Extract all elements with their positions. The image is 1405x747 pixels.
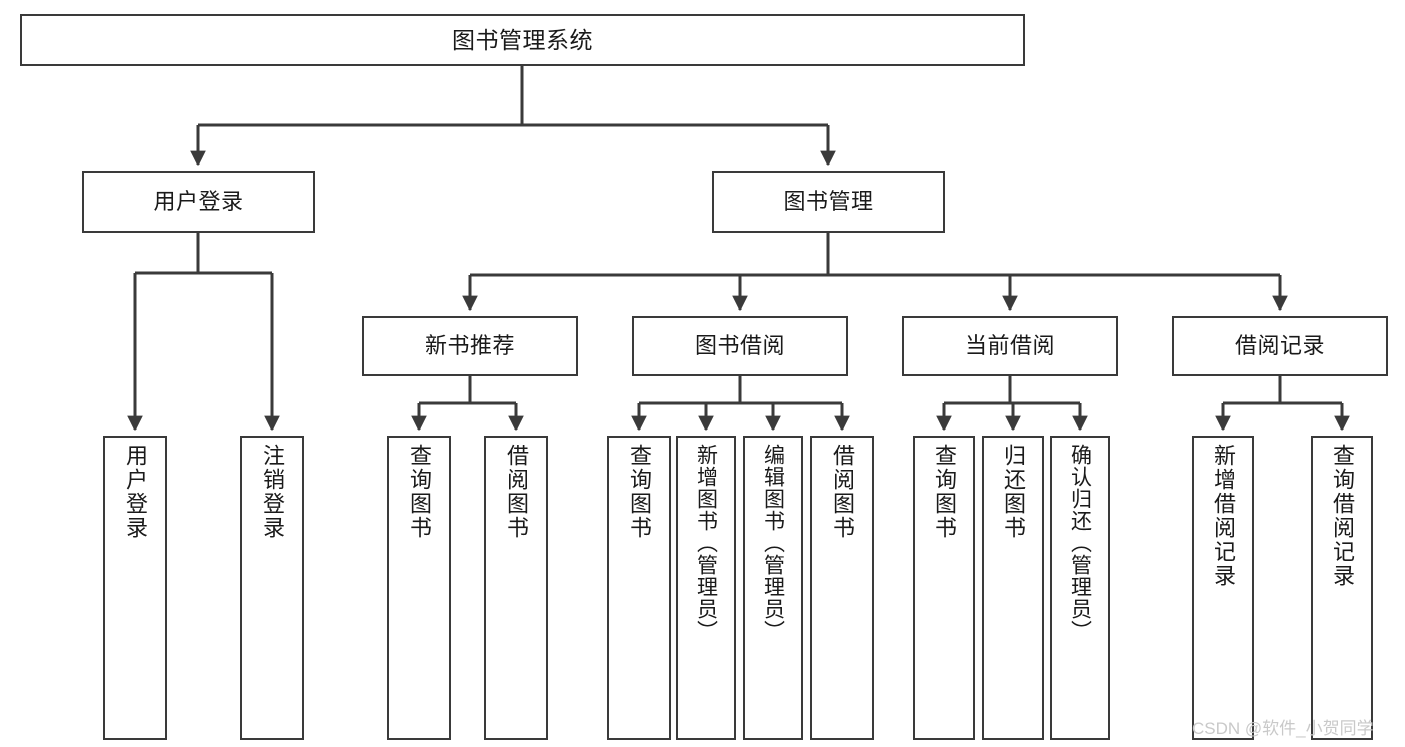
leaf-borrow-book-recommend[interactable]: 借阅图书 [484,436,548,740]
leaf-edit-book-admin-label: 编辑图书（管理员） [761,444,785,642]
leaf-add-book-admin[interactable]: 新增图书（管理员） [676,436,736,740]
leaf-query-book-current-label: 查询图书 [932,444,957,540]
node-user-login[interactable]: 用户登录 [82,171,315,233]
node-user-login-label: 用户登录 [153,189,244,215]
leaf-query-book-recommend-label: 查询图书 [407,444,432,540]
node-root-label: 图书管理系统 [452,26,593,53]
leaf-add-book-admin-label: 新增图书（管理员） [694,444,718,642]
leaf-query-book-borrow-label: 查询图书 [627,444,652,540]
leaf-user-login[interactable]: 用户登录 [103,436,167,740]
node-root[interactable]: 图书管理系统 [20,14,1025,66]
node-new-book-recommend[interactable]: 新书推荐 [362,316,578,376]
leaf-borrow-book[interactable]: 借阅图书 [810,436,874,740]
leaf-query-borrow-record-label: 查询借阅记录 [1330,444,1355,588]
leaf-logout-label: 注销登录 [260,444,285,540]
leaf-confirm-return-admin[interactable]: 确认归还（管理员） [1050,436,1110,740]
node-book-management[interactable]: 图书管理 [712,171,945,233]
leaf-confirm-return-admin-label: 确认归还（管理员） [1068,444,1092,642]
leaf-query-book-recommend[interactable]: 查询图书 [387,436,451,740]
node-borrow-record-label: 借阅记录 [1234,333,1325,359]
node-book-borrow[interactable]: 图书借阅 [632,316,848,376]
node-new-book-recommend-label: 新书推荐 [424,333,515,359]
leaf-query-book-borrow[interactable]: 查询图书 [607,436,671,740]
leaf-query-borrow-record[interactable]: 查询借阅记录 [1311,436,1373,740]
leaf-borrow-book-label: 借阅图书 [830,444,855,540]
leaf-user-login-label: 用户登录 [123,444,148,540]
node-book-borrow-label: 图书借阅 [694,333,785,359]
leaf-add-borrow-record[interactable]: 新增借阅记录 [1192,436,1254,740]
leaf-return-book[interactable]: 归还图书 [982,436,1044,740]
node-current-borrow[interactable]: 当前借阅 [902,316,1118,376]
node-borrow-record[interactable]: 借阅记录 [1172,316,1388,376]
leaf-borrow-book-recommend-label: 借阅图书 [504,444,529,540]
node-book-management-label: 图书管理 [783,189,874,215]
leaf-edit-book-admin[interactable]: 编辑图书（管理员） [743,436,803,740]
leaf-query-book-current[interactable]: 查询图书 [913,436,975,740]
node-current-borrow-label: 当前借阅 [964,333,1055,359]
leaf-return-book-label: 归还图书 [1001,444,1026,540]
leaf-logout[interactable]: 注销登录 [240,436,304,740]
leaf-add-borrow-record-label: 新增借阅记录 [1211,444,1236,588]
